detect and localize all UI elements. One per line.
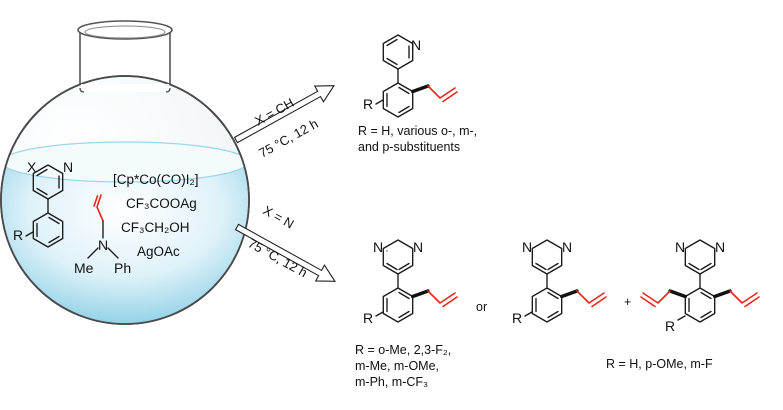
bottom-product-c-structure bbox=[640, 239, 760, 323]
bottom-scope-right: R = H, p-OMe, m-F bbox=[606, 357, 713, 371]
bottom-b-atom-n1: N bbox=[522, 239, 532, 255]
bottom-a-atom-n1: N bbox=[373, 239, 383, 255]
substrate-atom-r: R bbox=[13, 227, 23, 243]
bottom-b-atom-r: R bbox=[512, 310, 522, 326]
flask-substrate bbox=[25, 164, 64, 248]
reagent-catalyst: [Cp*Co(CO)I₂] bbox=[113, 172, 199, 187]
reagent-additive: CF₃COOAg bbox=[126, 196, 197, 211]
bottom-a-atom-r: R bbox=[363, 310, 373, 326]
substrate-atom-x: X bbox=[27, 159, 37, 175]
bottom-condition-lower: 75 °C, 12 h bbox=[246, 236, 310, 281]
bottom-product-b-structure bbox=[524, 239, 607, 323]
allylamine-atom-ph: Ph bbox=[114, 260, 131, 276]
flask-allylamine bbox=[87, 194, 119, 259]
substrate-atom-n: N bbox=[63, 159, 73, 175]
bottom-scope-left-line-2: m-Me, m-OMe, bbox=[355, 359, 439, 373]
reagent-solvent: CF₃CH₂OH bbox=[121, 220, 189, 235]
bottom-condition-upper: X = N bbox=[261, 203, 297, 232]
bottom-a-atom-n2: N bbox=[413, 239, 423, 255]
reagent-oxidant: AgOAc bbox=[137, 244, 180, 259]
bottom-c-atom-r: R bbox=[665, 318, 675, 334]
top-product-atom-n: N bbox=[411, 37, 421, 53]
allylamine-atom-me: Me bbox=[74, 260, 94, 276]
arrow-top bbox=[233, 85, 335, 144]
bottom-c-atom-n1: N bbox=[675, 239, 685, 255]
top-scope-line-1: R = H, various o-, m-, bbox=[358, 124, 477, 138]
top-scope-line-2: and p-substituents bbox=[358, 140, 460, 154]
bottom-scope-left-line-3: m-Ph, m-CF₃ bbox=[355, 375, 428, 389]
bottom-c-atom-n2: N bbox=[715, 239, 725, 255]
connector-plus: + bbox=[624, 295, 631, 309]
connector-or: or bbox=[476, 300, 487, 314]
top-product-atom-r: R bbox=[363, 96, 373, 112]
arrow-bottom bbox=[234, 223, 336, 282]
bottom-product-a-structure bbox=[375, 239, 458, 323]
allylamine-atom-n: N bbox=[98, 237, 108, 253]
bottom-b-atom-n2: N bbox=[562, 239, 572, 255]
top-product-structure bbox=[375, 34, 458, 118]
bottom-scope-left-line-1: R = o-Me, 2,3-F₂, bbox=[355, 343, 451, 357]
